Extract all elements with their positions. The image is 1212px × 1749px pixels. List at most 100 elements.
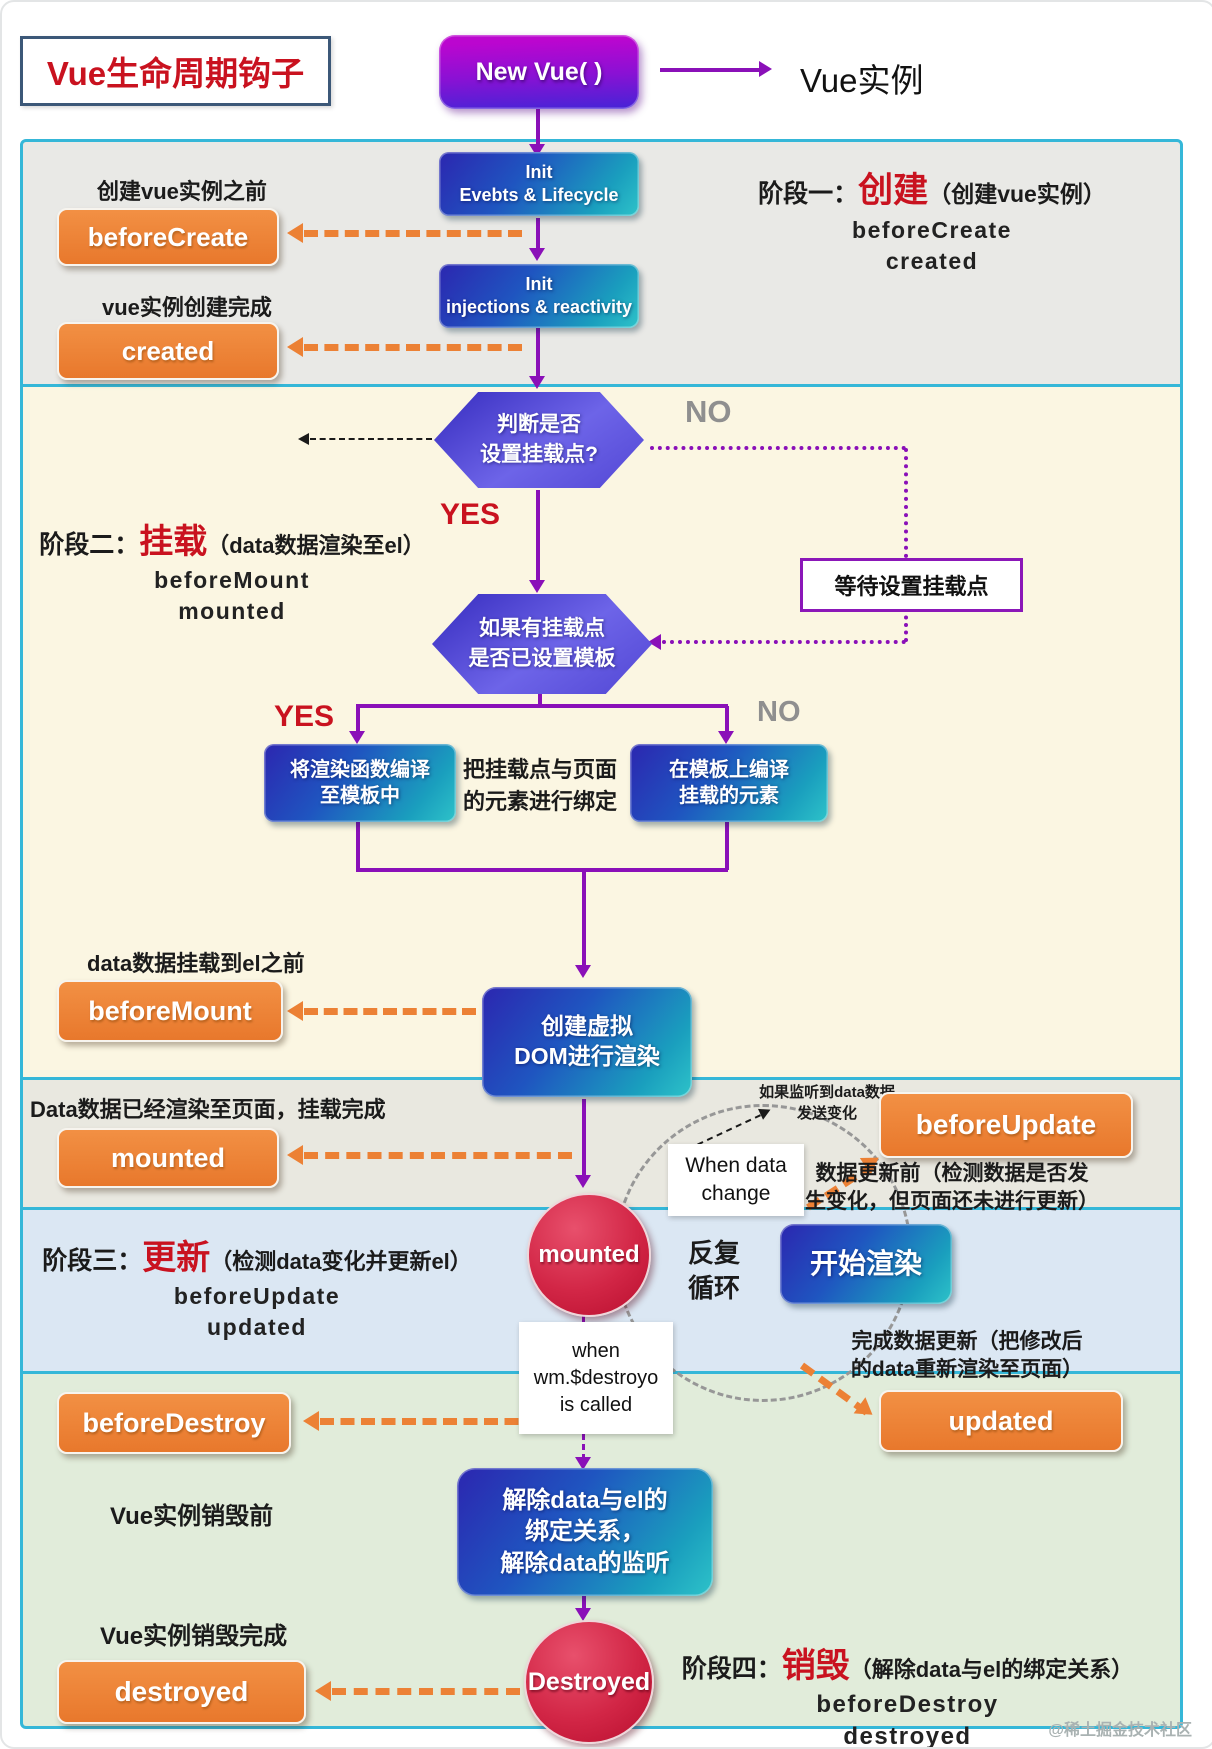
hook-created-label: created [121,335,215,366]
decision-mount-line2: 设置挂载点? [480,443,598,466]
init-events-line1: Init [525,161,553,182]
when-data-line1: When data [685,1153,787,1177]
beforeupdate-note-line1: 数据更新前（检测数据是否发 [815,1162,1089,1185]
stage1-label-block: 阶段一： 创建 （创建vue实例） beforeCreate created [692,162,1172,275]
hook-beforeupdate: beforeUpdate [879,1092,1133,1158]
updated-note-line1: 完成数据更新（把修改后 [851,1330,1083,1353]
loop-label-line1: 反复 [687,1238,740,1268]
note-beforedestroy: Vue实例销毁前 [110,1503,274,1530]
no-loop-return-head [648,634,661,650]
bind-note-line2: 的元素进行绑定 [462,788,617,814]
flow-teardown-to-destroyed-head [575,1608,591,1621]
flow-vdom-to-circle-head [575,1175,591,1188]
dash-to-beforecreate-head [287,223,303,243]
hook-created: created [57,322,279,380]
stage3-label-block: 阶段三： 更新 （检测data变化并更新el） beforeUpdate upd… [7,1230,507,1341]
stage3-label-suffix: （检测data变化并更新el） [210,1249,472,1274]
flow-decision1-to-decision2 [536,490,540,582]
teardown-line3: 解除data的监听 [500,1549,670,1577]
stage4-label-hook1: beforeDestroy [816,1691,999,1718]
stage4-label-suffix: （解除data与el的绑定关系） [849,1657,1134,1682]
updated-note-line2: 的data重新渲染至页面） [850,1358,1084,1382]
flow-merge-to-vdom-head [575,965,591,978]
hook-beforedestroy-label: beforeDestroy [82,1407,266,1438]
flow-merge-to-vdom [582,871,586,969]
dash-to-destroyed [332,1688,520,1695]
yes-label-1: YES [440,498,501,531]
decision-template: 如果有挂载点 是否已设置模板 [432,594,652,694]
init-injections-line2: injections & reactivity [445,297,633,317]
flow-split-right-head [718,731,734,744]
hook-beforecreate-label: beforeCreate [87,221,249,252]
hook-destroyed-label: destroyed [114,1676,249,1707]
dash-decision1-left [310,438,432,440]
flow-teardown-to-destroyed [582,1594,586,1610]
hook-destroyed: destroyed [57,1660,306,1724]
stage1-label-hook1: beforeCreate [852,217,1012,243]
state-circle-destroyed: Destroyed [524,1620,654,1744]
stage1-label-suffix: （创建vue实例） [928,181,1106,207]
no-loop-right-lower [904,608,908,642]
hook-updated: updated [879,1390,1123,1452]
page-title-box: Vue生命周期钩子 [20,36,331,106]
box-compile-el: 在模板上编译 挂载的元素 [630,744,828,822]
compile-template-line1: 将渲染函数编译 [290,759,430,781]
flow-split-right [725,706,729,734]
teardown-line1: 解除data与el的 [502,1487,668,1515]
loop-label: 反复 循环 [667,1236,761,1306]
flow-merge-left [356,822,360,870]
loop-label-line2: 循环 [687,1273,740,1304]
state-circle-destroyed-label: Destroyed [527,1667,651,1696]
hook-beforedestroy: beforeDestroy [57,1392,291,1454]
flow-init1-to-init2 [536,218,540,250]
dash-to-beforemount-head [287,1001,303,1021]
init-events-line2: Evebts & Lifecycle [459,185,619,205]
flow-split-bar [356,704,728,708]
decision-template-line2: 是否已设置模板 [468,647,616,670]
teardown-line2: 绑定关系， [525,1518,645,1546]
stage4-label-block: 阶段四： 销毁 （解除data与el的绑定关系） beforeDestroy d… [620,1638,1195,1747]
when-destroy-line1: when [572,1339,620,1362]
stage2-label-prefix: 阶段二： [39,531,140,559]
vdom-line2: DOM进行渲染 [514,1043,660,1069]
no-loop-right-upper [904,448,908,558]
when-data-line2: change [701,1182,771,1205]
hook-mounted-label: mounted [111,1142,225,1173]
process-init-events: Init Evebts & Lifecycle [439,152,639,216]
hook-mounted: mounted [57,1128,279,1188]
flow-split-stem [538,694,542,706]
flow-vdom-to-circle [582,1099,586,1179]
vue-instance-label: Vue实例 [800,62,924,99]
arrow-to-instance-head [759,61,772,77]
dash-to-beforemount [304,1008,476,1015]
box-render-start: 开始渲染 [780,1224,952,1304]
hook-beforecreate: beforeCreate [57,208,279,266]
hook-updated-label: updated [948,1405,1054,1436]
flow-init2-to-decision1 [536,328,540,378]
hook-beforemount-label: beforeMount [88,995,252,1026]
destroy-path-dash-top [582,1313,585,1323]
stage2-label-block: 阶段二： 挂载 （data数据渲染至el） beforeMount mounte… [12,514,452,625]
when-destroy-line3: is called [559,1393,633,1416]
watch-note-line2: 发送变化 [796,1105,857,1122]
destroy-path-dash-bottom [582,1434,585,1460]
dash-to-mounted-head [287,1145,303,1165]
bind-note-line1: 把挂载点与页面 [462,757,617,782]
note-before-create: 创建vue实例之前 [97,179,267,204]
box-teardown: 解除data与el的 绑定关系， 解除data的监听 [457,1468,713,1596]
flow-init1-to-init2-head [529,248,545,261]
flow-init2-to-decision1-head [529,376,545,389]
dash-decision1-left-head [298,433,309,445]
wait-mount-box: 等待设置挂载点 [800,558,1023,612]
when-destroy-line2: wm.$destroyo [533,1366,659,1389]
compile-template-line2: 至模板中 [320,785,400,807]
wait-mount-label: 等待设置挂载点 [834,574,989,599]
box-compile-template: 将渲染函数编译 至模板中 [264,744,456,822]
stage2-label-keyword: 挂载 [139,523,208,561]
dash-to-created [304,344,522,351]
state-circle-mounted-label: mounted [538,1241,640,1268]
new-vue-node: New Vue( ) [439,35,639,109]
note-beforemount: data数据挂载到el之前 [87,951,305,976]
beforeupdate-note-line2: 生变化，但页面还未进行更新） [805,1190,1099,1214]
stage3-label-hook2: updated [207,1314,307,1340]
